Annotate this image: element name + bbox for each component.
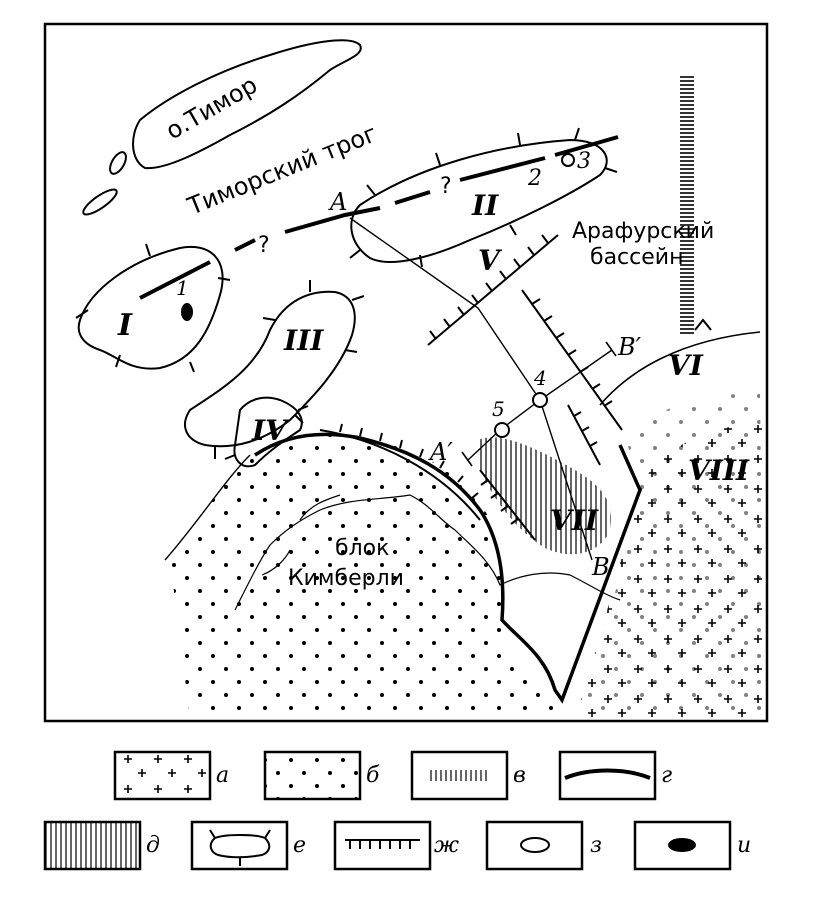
axis-dashed-line	[139, 135, 619, 300]
hachured-line-icon	[333, 820, 432, 871]
vertical-hatch-fill-icon	[43, 820, 142, 871]
ellipse-icon	[485, 820, 584, 871]
region-viii: VIII	[688, 454, 750, 487]
region-iii: III	[283, 324, 324, 357]
hachured-fault-vii	[479, 469, 536, 541]
legend-key-g: г	[661, 763, 672, 788]
label-timor-trough: Тиморский трог	[183, 119, 381, 221]
toothed-contour-i	[75, 243, 231, 373]
kimberley-coast-inner	[261, 494, 341, 576]
well-1-label: 1	[176, 276, 189, 300]
toothed-contour-sample	[209, 834, 271, 859]
region-v: V	[478, 244, 503, 277]
toothed-contour-teeth	[209, 829, 271, 866]
thick-boundary-vi	[599, 331, 761, 406]
thick-line-icon	[558, 750, 657, 801]
kimberley-coastline	[234, 494, 621, 611]
well-3-label: 3	[577, 149, 591, 174]
dots-pattern-icon	[263, 750, 362, 801]
well-5-label: 5	[492, 397, 505, 421]
label-arafura-1: Арафурский	[572, 219, 714, 244]
crosses-area	[575, 420, 765, 718]
well-3-marker	[561, 153, 575, 167]
timor-island	[132, 39, 362, 170]
label-kimberley-1: блок	[335, 536, 389, 561]
region-ii: II	[471, 189, 499, 222]
kimberley-dotted-area	[170, 434, 568, 718]
section-line-a-b	[349, 217, 593, 561]
legend: а б в г д е ж з и	[43, 750, 751, 871]
thick-line-sample	[564, 768, 651, 780]
label-arafura-2: бассейн	[590, 245, 683, 270]
section-line-a1-b1	[467, 349, 613, 461]
well-2-label: 2	[527, 166, 542, 191]
legend-key-i: и	[737, 833, 751, 858]
toothed-contour-iv	[224, 396, 309, 468]
hachured-line-sample	[345, 839, 420, 849]
legend-key-z: з	[590, 833, 602, 858]
label-timor: о.Тимор	[161, 71, 262, 146]
well-1-marker	[181, 303, 193, 321]
legend-key-zh: ж	[434, 833, 459, 858]
legend-key-e: е	[293, 833, 306, 858]
hatched-strip	[680, 75, 694, 335]
well-4-label: 4	[533, 366, 547, 390]
hachured-fault-v	[427, 234, 559, 346]
point-a: A	[328, 188, 347, 216]
toothed-contour-vi	[694, 318, 712, 331]
label-kimberley-2: Кимберли	[288, 566, 404, 591]
hachured-fault-east	[521, 289, 623, 431]
question-mark-1: ?	[258, 233, 270, 258]
map-frame	[43, 22, 769, 723]
region-vii: VII	[550, 504, 599, 537]
filled-ellipse-sample	[668, 838, 696, 852]
region-iv: IV	[251, 414, 290, 447]
small-island-1	[109, 151, 127, 175]
small-island-2	[82, 188, 118, 216]
vertical-hatch-strip-icon	[410, 750, 509, 801]
region-vi: VI	[668, 349, 704, 382]
toothed-contour-icon	[190, 820, 289, 871]
region-i: I	[117, 308, 133, 343]
legend-key-a: а	[216, 763, 229, 788]
hachured-fault-kimberley	[319, 423, 481, 521]
point-b1: B′	[617, 333, 642, 361]
filled-ellipse-icon	[633, 820, 732, 871]
toothed-contour-ii	[349, 127, 618, 268]
ellipse-sample	[520, 837, 550, 853]
basin-vii-hatch	[478, 437, 611, 555]
toothed-contour-iii	[184, 280, 365, 459]
section-tick-b1	[605, 341, 617, 357]
point-a1: A′	[428, 438, 453, 466]
hachured-fault-inner	[567, 404, 601, 466]
vertical-hatch-strip-fill	[428, 770, 490, 781]
point-b: B	[591, 553, 610, 581]
section-tick-a1	[461, 451, 473, 467]
question-mark-2: ?	[440, 174, 452, 199]
thick-boundary-south	[254, 432, 642, 704]
legend-key-v: в	[513, 763, 526, 788]
legend-key-d: д	[146, 833, 160, 858]
crosses-pattern-icon	[113, 750, 212, 801]
well-5-marker	[494, 422, 510, 438]
legend-key-b: б	[366, 763, 380, 788]
well-4-marker	[532, 392, 548, 408]
